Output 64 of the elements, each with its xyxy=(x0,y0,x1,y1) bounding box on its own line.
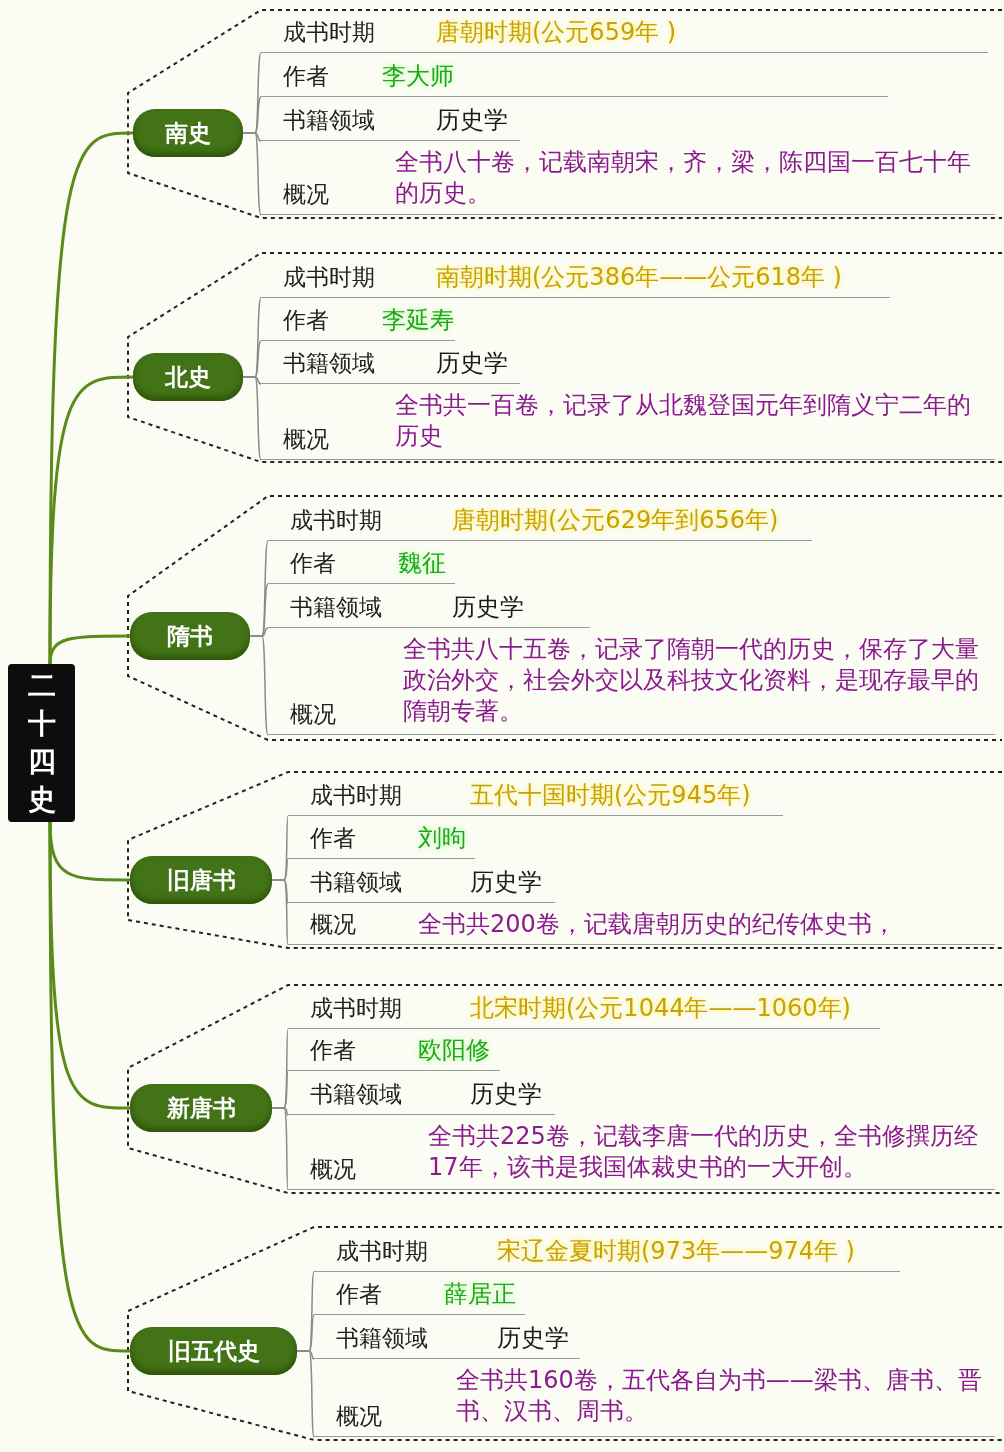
field-value: 历史学 xyxy=(470,1079,542,1110)
field-value: 历史学 xyxy=(470,867,542,898)
branch-line xyxy=(242,376,262,461)
field-value: 历史学 xyxy=(436,348,508,379)
branch-pill: 旧唐书 xyxy=(130,856,272,904)
field-label: 书籍领域 xyxy=(336,1324,428,1353)
field-label: 概况 xyxy=(283,425,329,454)
field-label: 作者 xyxy=(283,306,329,335)
field-label: 成书时期 xyxy=(336,1237,428,1266)
field-value: 五代十国时期(公元945年) xyxy=(470,780,751,811)
branch-line xyxy=(48,634,130,665)
field-label: 书籍领域 xyxy=(283,349,375,378)
field-value: 历史学 xyxy=(436,105,508,136)
field-value: 历史学 xyxy=(452,592,524,623)
branch-line xyxy=(271,1107,289,1191)
field-value: 欧阳修 xyxy=(418,1035,490,1066)
branch-line xyxy=(296,1350,315,1438)
field-value: 全书共一百卷，记录了从北魏登国元年到隋义宁二年的历史 xyxy=(395,390,972,452)
field-label: 书籍领域 xyxy=(310,868,402,897)
field-label: 书籍领域 xyxy=(310,1080,402,1109)
field-label: 成书时期 xyxy=(283,263,375,292)
topic-box: 二十四史 xyxy=(8,664,75,822)
field-value: 唐朝时期(公元659年 ) xyxy=(436,17,677,48)
field-label: 概况 xyxy=(310,910,356,939)
field-label: 书籍领域 xyxy=(290,593,382,622)
field-value: 全书共160卷，五代各自为书——梁书、唐书、晋书、汉书、周书。 xyxy=(456,1365,983,1427)
field-label: 成书时期 xyxy=(283,18,375,47)
field-value: 薛居正 xyxy=(444,1279,516,1310)
field-label: 概况 xyxy=(283,180,329,209)
field-value: 全书共225卷，记载李唐一代的历史，全书修撰历经17年，该书是我国体裁史书的一大开创。 xyxy=(428,1121,979,1183)
branch-line xyxy=(271,879,289,946)
field-value: 北宋时期(公元1044年——1060年) xyxy=(470,993,851,1024)
field-value: 刘昫 xyxy=(418,823,466,854)
field-value: 全书共八十五卷，记录了隋朝一代的历史，保存了大量政治外交，社会外交以及科技文化资料，是现存最早的隋朝专著。 xyxy=(403,634,980,727)
field-label: 概况 xyxy=(336,1402,382,1431)
field-label: 成书时期 xyxy=(310,994,402,1023)
field-label: 成书时期 xyxy=(310,781,402,810)
branch-line xyxy=(48,375,133,664)
branch-line xyxy=(249,635,269,736)
branch-pill: 旧五代史 xyxy=(130,1327,297,1375)
field-label: 作者 xyxy=(336,1280,382,1309)
field-label: 作者 xyxy=(283,62,329,91)
field-label: 成书时期 xyxy=(290,506,382,535)
branch-line xyxy=(48,822,131,1353)
field-value: 南朝时期(公元386年——公元618年 ) xyxy=(436,262,842,293)
field-label: 概况 xyxy=(310,1155,356,1184)
branch-pill: 北史 xyxy=(133,353,243,401)
branch-line xyxy=(242,132,262,216)
field-value: 全书共200卷，记载唐朝历史的纪传体史书， xyxy=(418,909,897,940)
field-value: 李延寿 xyxy=(382,305,454,336)
field-label: 作者 xyxy=(290,549,336,578)
field-value: 全书八十卷，记载南朝宋，齐，梁，陈四国一百七十年的历史。 xyxy=(395,147,972,209)
branch-pill: 新唐书 xyxy=(130,1084,272,1132)
field-value: 历史学 xyxy=(497,1323,569,1354)
field-label: 书籍领域 xyxy=(283,106,375,135)
branch-pill: 南史 xyxy=(133,109,243,157)
field-value: 宋辽金夏时期(973年——974年 ) xyxy=(497,1236,855,1267)
field-value: 唐朝时期(公元629年到656年) xyxy=(452,505,779,536)
field-label: 概况 xyxy=(290,700,336,729)
field-value: 魏征 xyxy=(398,548,446,579)
branch-pill: 隋书 xyxy=(130,612,250,660)
field-label: 作者 xyxy=(310,1036,356,1065)
field-label: 作者 xyxy=(310,824,356,853)
field-value: 李大师 xyxy=(382,61,454,92)
